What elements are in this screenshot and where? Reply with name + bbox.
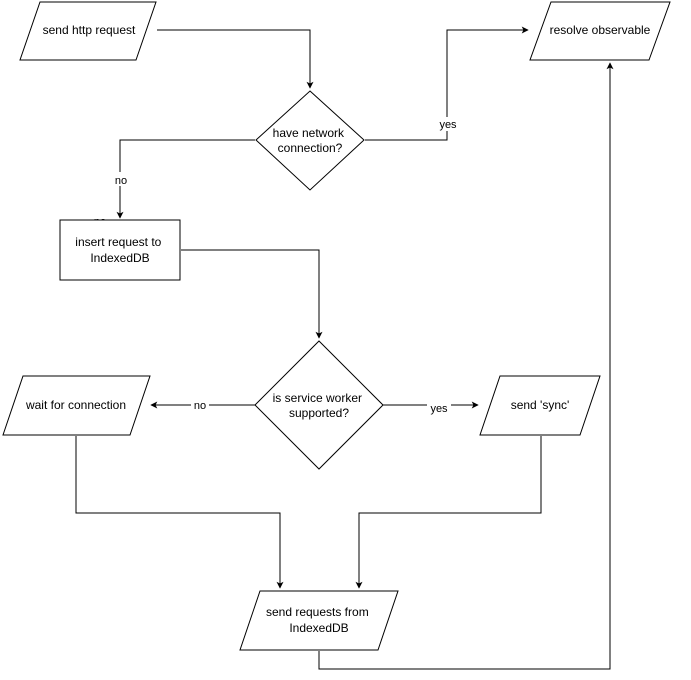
svg-text:no: no [115, 175, 127, 187]
node-label: wait for connection [25, 398, 126, 412]
node-label: resolve observable [550, 23, 651, 37]
edge-network-yes [365, 26, 529, 141]
edge-sync-to-send-requests [355, 436, 542, 589]
svg-text:no: no [194, 400, 206, 412]
edge-send-requests-to-resolve [318, 62, 614, 670]
edge-wait-to-send-requests [75, 436, 284, 589]
svg-text:yes: yes [439, 119, 457, 131]
edge-network-no [116, 139, 255, 219]
node-send-http-request: send http request [19, 1, 157, 61]
svg-text:yes: yes [430, 403, 448, 415]
edge-label-network-no: no [112, 172, 130, 187]
edge-request-to-network-check [157, 29, 314, 89]
node-send-sync: send 'sync' [479, 375, 601, 436]
edge-label-sw-yes: yes [427, 401, 451, 415]
node-service-worker-supported: is service worker supported? [254, 340, 384, 470]
node-label: send http request [43, 23, 136, 37]
edge-label-network-yes: yes [437, 117, 459, 131]
edge-label-sw-no: no [191, 398, 209, 412]
node-insert-request: insert request to IndexedDB [59, 219, 181, 281]
node-label: insert request to IndexedDB [75, 235, 164, 265]
node-label: is service worker supported? [273, 391, 366, 420]
node-wait-for-connection: wait for connection [2, 375, 151, 436]
node-label: have network connection? [273, 126, 348, 155]
node-label: send 'sync' [511, 398, 570, 412]
edge-insert-to-sw-check [181, 249, 323, 339]
node-have-network-connection: have network connection? [255, 90, 365, 191]
node-label: send requests from IndexedDB [266, 605, 372, 635]
node-send-requests-from-indexeddb: send requests from IndexedDB [239, 590, 399, 651]
node-resolve-observable: resolve observable [529, 1, 671, 61]
